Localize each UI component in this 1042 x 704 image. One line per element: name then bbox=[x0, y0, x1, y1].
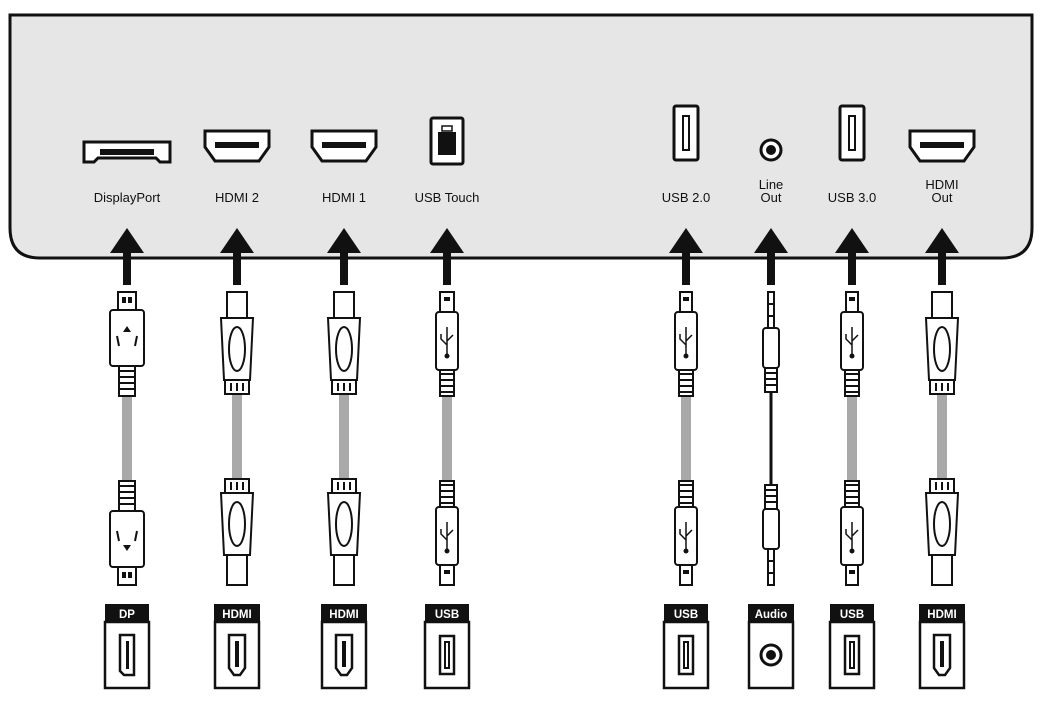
device-tag-hdmi2: HDMI bbox=[222, 609, 251, 621]
up-arrow-icon bbox=[925, 228, 959, 285]
device-port-usb30: USB bbox=[828, 604, 876, 690]
device-port-hdmi1: HDMI bbox=[320, 604, 368, 690]
device-port-usb20: USB bbox=[662, 604, 710, 690]
panel-port-label-hdmi2: HDMI 2 bbox=[215, 190, 259, 205]
device-tag-line-out: Audio bbox=[755, 609, 788, 621]
device-tag-usb-touch: USB bbox=[435, 609, 459, 621]
cable-dp bbox=[109, 291, 145, 586]
device-tag-usb20: USB bbox=[674, 609, 698, 621]
device-port-displayport: DP bbox=[103, 604, 151, 690]
device-port-usb-touch: USB bbox=[423, 604, 471, 690]
device-port-hdmi-out: HDMI bbox=[918, 604, 966, 690]
device-tag-hdmi1: HDMI bbox=[329, 609, 358, 621]
connection-hdmi1: HDMI 1 HDMI bbox=[310, 129, 378, 690]
cable-hdmi bbox=[924, 291, 960, 586]
up-arrow-icon bbox=[430, 228, 464, 285]
panel-port-hdmi2 bbox=[203, 129, 271, 163]
cable-usb-a bbox=[674, 291, 698, 586]
panel-port-hdmi-out bbox=[908, 129, 976, 163]
device-tag-displayport: DP bbox=[119, 609, 135, 621]
panel-port-hdmi1 bbox=[310, 129, 378, 163]
device-tag-hdmi-out: HDMI bbox=[927, 609, 956, 621]
up-arrow-icon bbox=[110, 228, 144, 285]
cable-usb-a bbox=[840, 291, 864, 586]
cable-usb-b bbox=[435, 291, 459, 586]
panel-port-label-usb20: USB 2.0 bbox=[662, 190, 710, 205]
connection-hdmi2: HDMI 2 HDMI bbox=[203, 129, 271, 690]
device-port-hdmi2: HDMI bbox=[213, 604, 261, 690]
panel-port-usb-touch bbox=[429, 116, 465, 166]
cable-hdmi bbox=[219, 291, 255, 586]
display-back-panel bbox=[8, 13, 1034, 260]
up-arrow-icon bbox=[220, 228, 254, 285]
panel-port-label-usb30: USB 3.0 bbox=[828, 190, 876, 205]
panel-port-line-out bbox=[759, 138, 783, 162]
up-arrow-icon bbox=[669, 228, 703, 285]
panel-port-displayport bbox=[82, 140, 172, 164]
panel-port-label-displayport: DisplayPort bbox=[94, 190, 161, 205]
up-arrow-icon bbox=[754, 228, 788, 285]
cable-hdmi bbox=[326, 291, 362, 586]
panel-port-usb20 bbox=[672, 104, 700, 162]
panel-port-usb30 bbox=[838, 104, 866, 162]
up-arrow-icon bbox=[327, 228, 361, 285]
panel-port-label-usb-touch: USB Touch bbox=[415, 190, 480, 205]
up-arrow-icon bbox=[835, 228, 869, 285]
cable-audio bbox=[762, 291, 780, 586]
device-port-line-out: Audio bbox=[747, 604, 795, 690]
device-tag-usb30: USB bbox=[840, 609, 864, 621]
panel-port-label-hdmi1: HDMI 1 bbox=[322, 190, 366, 205]
